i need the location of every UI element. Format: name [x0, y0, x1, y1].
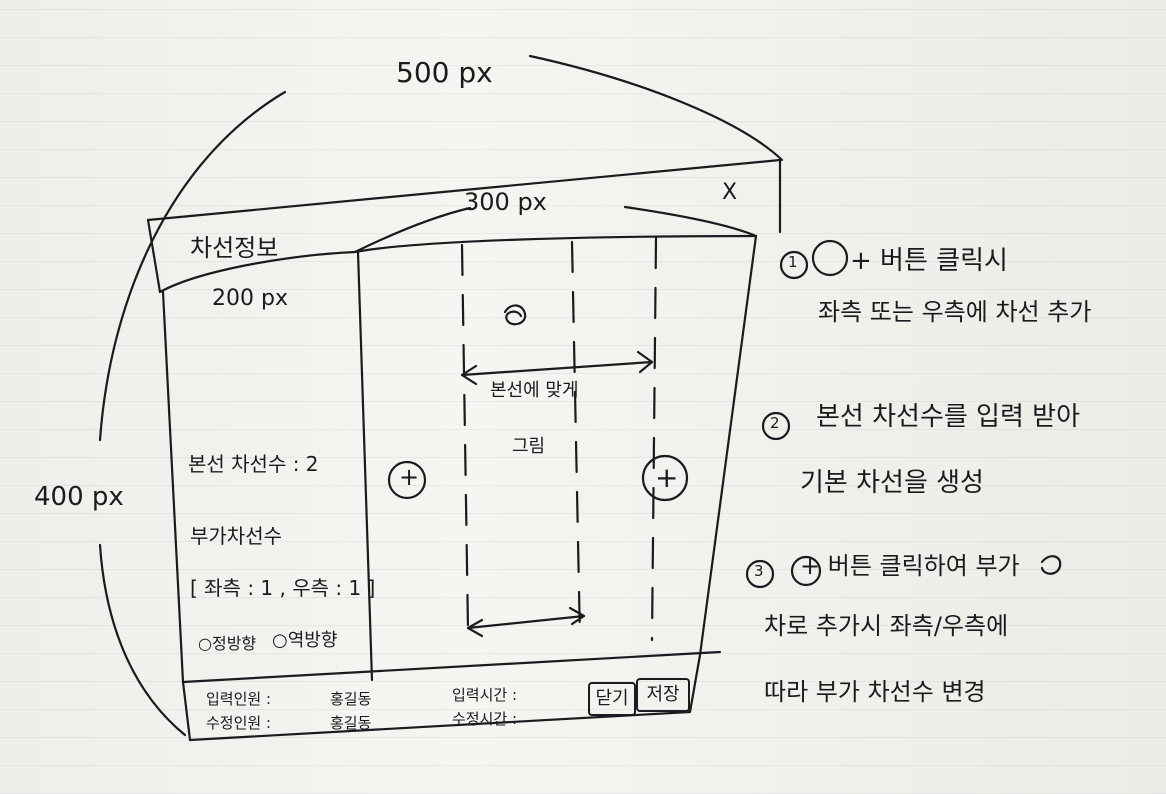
lane-span-arrow	[460, 360, 654, 377]
note-1-line1: + 버튼 클릭시	[850, 246, 1008, 276]
note-2-line2: 기본 차선을 생성	[800, 468, 984, 498]
radio-icon: ○	[198, 634, 212, 653]
note-3-line3: 따라 부가 차선수 변경	[764, 678, 986, 706]
input-person-label: 입력인원 :	[206, 690, 272, 708]
input-person-value: 홍길동	[330, 690, 372, 708]
arrow-head-right-2	[568, 606, 586, 626]
sidebar-dimension-arc	[158, 250, 357, 294]
direction-forward-label: 정방향	[211, 634, 257, 653]
edit-person-value: 홍길동	[330, 714, 372, 732]
direction-reverse-radio[interactable]: ○역방향	[272, 626, 337, 652]
main-lane-count: 본선 차선수 : 2	[188, 452, 319, 476]
height-dimension-arc-low	[98, 543, 187, 737]
note-2-number: 2	[770, 414, 780, 432]
arrow-head-left	[460, 364, 478, 386]
direction-reverse-label: 역방향	[287, 630, 338, 651]
canvas-note-line1: 본선에 맞게	[490, 380, 579, 401]
scribble-mark	[503, 304, 527, 326]
arrow-head-right	[636, 350, 654, 374]
save-button[interactable]: 저장	[636, 678, 690, 712]
sidebar-width-label: 200 px	[212, 286, 288, 311]
close-icon[interactable]: X	[722, 180, 738, 205]
add-lane-right-button[interactable]: +	[655, 461, 679, 494]
title-bar-bottom-edge	[353, 234, 758, 254]
window-width-label: 500 px	[396, 56, 493, 89]
add-lane-left-circle	[387, 460, 427, 500]
add-lane-left-button[interactable]: +	[399, 463, 420, 491]
window-title: 차선정보	[190, 234, 279, 262]
window-title-left-edge	[146, 218, 162, 294]
note-3-line2: 차로 추가시 좌측/우측에	[764, 612, 1009, 640]
note-3-number: 3	[754, 562, 764, 580]
window-left-edge	[161, 290, 185, 684]
edit-time-label: 수정시간 :	[452, 710, 518, 728]
lane-line-3	[650, 236, 658, 642]
width-dimension-arc-right	[528, 54, 784, 162]
note-1-number: 1	[788, 253, 798, 271]
lane-line-2	[570, 240, 582, 642]
close-button[interactable]: 닫기	[588, 682, 636, 716]
edit-person-label: 수정인원 :	[206, 714, 272, 732]
lane-line-1	[460, 243, 470, 632]
footer-top-edge	[181, 650, 722, 684]
note-3-line1: + 버튼 클릭하여 부가	[800, 552, 1020, 580]
canvas-width-label: 300 px	[464, 188, 547, 216]
radio-icon: ○	[272, 630, 288, 651]
extra-lane-value: [ 좌측 : 1 , 우측 : 1 ]	[190, 576, 376, 600]
window-height-label: 400 px	[34, 482, 124, 512]
window-right-edge	[698, 234, 758, 657]
canvas-width-arc-left	[353, 206, 472, 254]
sidebar-divider	[356, 250, 374, 682]
footer-box	[181, 653, 702, 742]
canvas-width-arc-right	[623, 205, 758, 238]
canvas-note-line2: 그림	[512, 436, 546, 457]
add-lane-right-circle	[641, 454, 689, 502]
extra-lane-label: 부가차선수	[190, 524, 282, 548]
note-1-line2: 좌측 또는 우측에 차선 추가	[818, 298, 1092, 326]
input-time-label: 입력시간 :	[452, 686, 518, 704]
note-2-line1: 본선 차선수를 입력 받아	[816, 402, 1080, 432]
height-dimension-arc	[98, 90, 287, 442]
lane-width-arrow	[466, 614, 586, 630]
direction-forward-radio[interactable]: ○정방향	[198, 630, 256, 654]
arrow-head-left-2	[466, 618, 484, 638]
window-top-edge	[146, 158, 782, 234]
